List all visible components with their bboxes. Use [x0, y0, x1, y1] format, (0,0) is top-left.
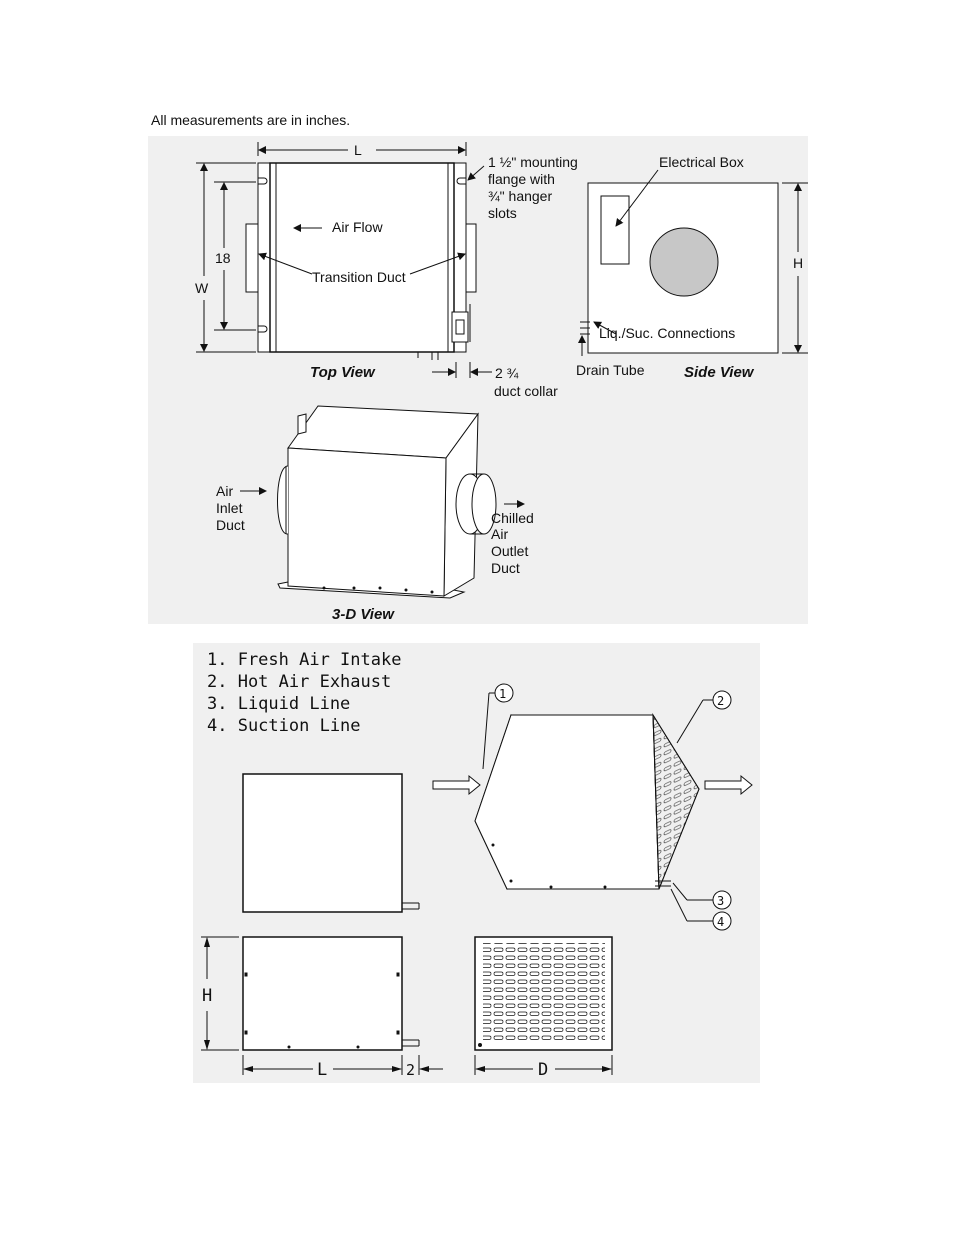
collar-label: duct collar [494, 383, 558, 399]
side-dim-h-label: H [793, 255, 803, 271]
cad-drawing: 1. Fresh Air Intake 2. Hot Air Exhaust 3… [201, 650, 753, 1080]
right-transition-duct [465, 223, 477, 293]
cad-grill-view [474, 936, 613, 1075]
electrical-box [600, 195, 630, 265]
cad-front-view [201, 936, 443, 1075]
callout-4: 4 [717, 915, 724, 929]
three-d-view-caption: 3-D View [332, 606, 395, 623]
flange-label-1: 1 ½" mounting [488, 154, 578, 170]
outlet-label-2: Air [491, 526, 508, 542]
unit-body [269, 162, 455, 353]
callout-3: 3 [717, 894, 724, 908]
top-view-caption: Top View [310, 364, 376, 381]
measurement-note: All measurements are in inches. [151, 112, 351, 128]
dimension-drawing: L W 18 1 ½" mounting flange with ¾" hang… [195, 142, 808, 623]
inlet-label-1: Air [216, 483, 233, 499]
outlet-label-1: Chilled [491, 510, 534, 526]
air-flow-label: Air Flow [332, 219, 383, 235]
top-view-labels: L W 18 1 ½" mounting flange with ¾" hang… [195, 142, 578, 399]
legend-item-1: 1. Fresh Air Intake [207, 650, 401, 670]
dim-l-label: L [354, 142, 362, 158]
left-transition-duct [245, 223, 259, 293]
drain-tube-label: Drain Tube [576, 362, 645, 378]
top-view-drawing [196, 142, 492, 378]
flange-label-4: slots [488, 205, 517, 221]
legend-item-3: 3. Liquid Line [207, 694, 350, 714]
flange-label-2: flange with [488, 171, 555, 187]
inlet-label-3: Duct [216, 517, 245, 533]
legend: 1. Fresh Air Intake 2. Hot Air Exhaust 3… [207, 650, 401, 736]
side-view-labels: Electrical Box H Liq./Suc. Connections D… [576, 154, 803, 381]
dim-18-label: 18 [215, 250, 231, 266]
cad-dim-l-label: L [317, 1060, 327, 1080]
three-d-view-labels: Air Inlet Duct Chilled Air Outlet Duct 3… [216, 483, 534, 623]
flange-label-3: ¾" hanger [488, 188, 552, 204]
three-d-view-drawing [240, 405, 525, 599]
callout-1: 1 [499, 687, 506, 701]
cad-top-view [242, 773, 420, 913]
outlet-label-3: Outlet [491, 543, 528, 559]
legend-item-4: 4. Suction Line [207, 716, 361, 736]
callout-2: 2 [717, 694, 724, 708]
connections-label: Liq./Suc. Connections [599, 325, 735, 341]
cad-isometric-view [432, 683, 753, 931]
outlet-label-4: Duct [491, 560, 520, 576]
side-view-caption: Side View [684, 364, 755, 381]
cad-dim-h-label: H [202, 986, 212, 1006]
transition-duct-label: Transition Duct [312, 269, 406, 285]
legend-item-2: 2. Hot Air Exhaust [207, 672, 391, 692]
side-view-drawing [578, 169, 808, 356]
cad-dim-d-label: D [538, 1060, 548, 1080]
dim-w-label: W [195, 280, 209, 296]
duct-opening-circle [649, 227, 719, 297]
cad-drawing-panel: 1. Fresh Air Intake 2. Hot Air Exhaust 3… [193, 643, 760, 1083]
collar-value-label: 2 ¾ [495, 365, 519, 381]
inlet-label-2: Inlet [216, 500, 243, 516]
cad-labels: 1 2 3 4 H L 2 D [202, 687, 724, 1080]
product-diagram-panel: L W 18 1 ½" mounting flange with ¾" hang… [148, 136, 808, 624]
electrical-box-label: Electrical Box [659, 154, 744, 170]
cad-dim-2-label: 2 [406, 1061, 415, 1079]
